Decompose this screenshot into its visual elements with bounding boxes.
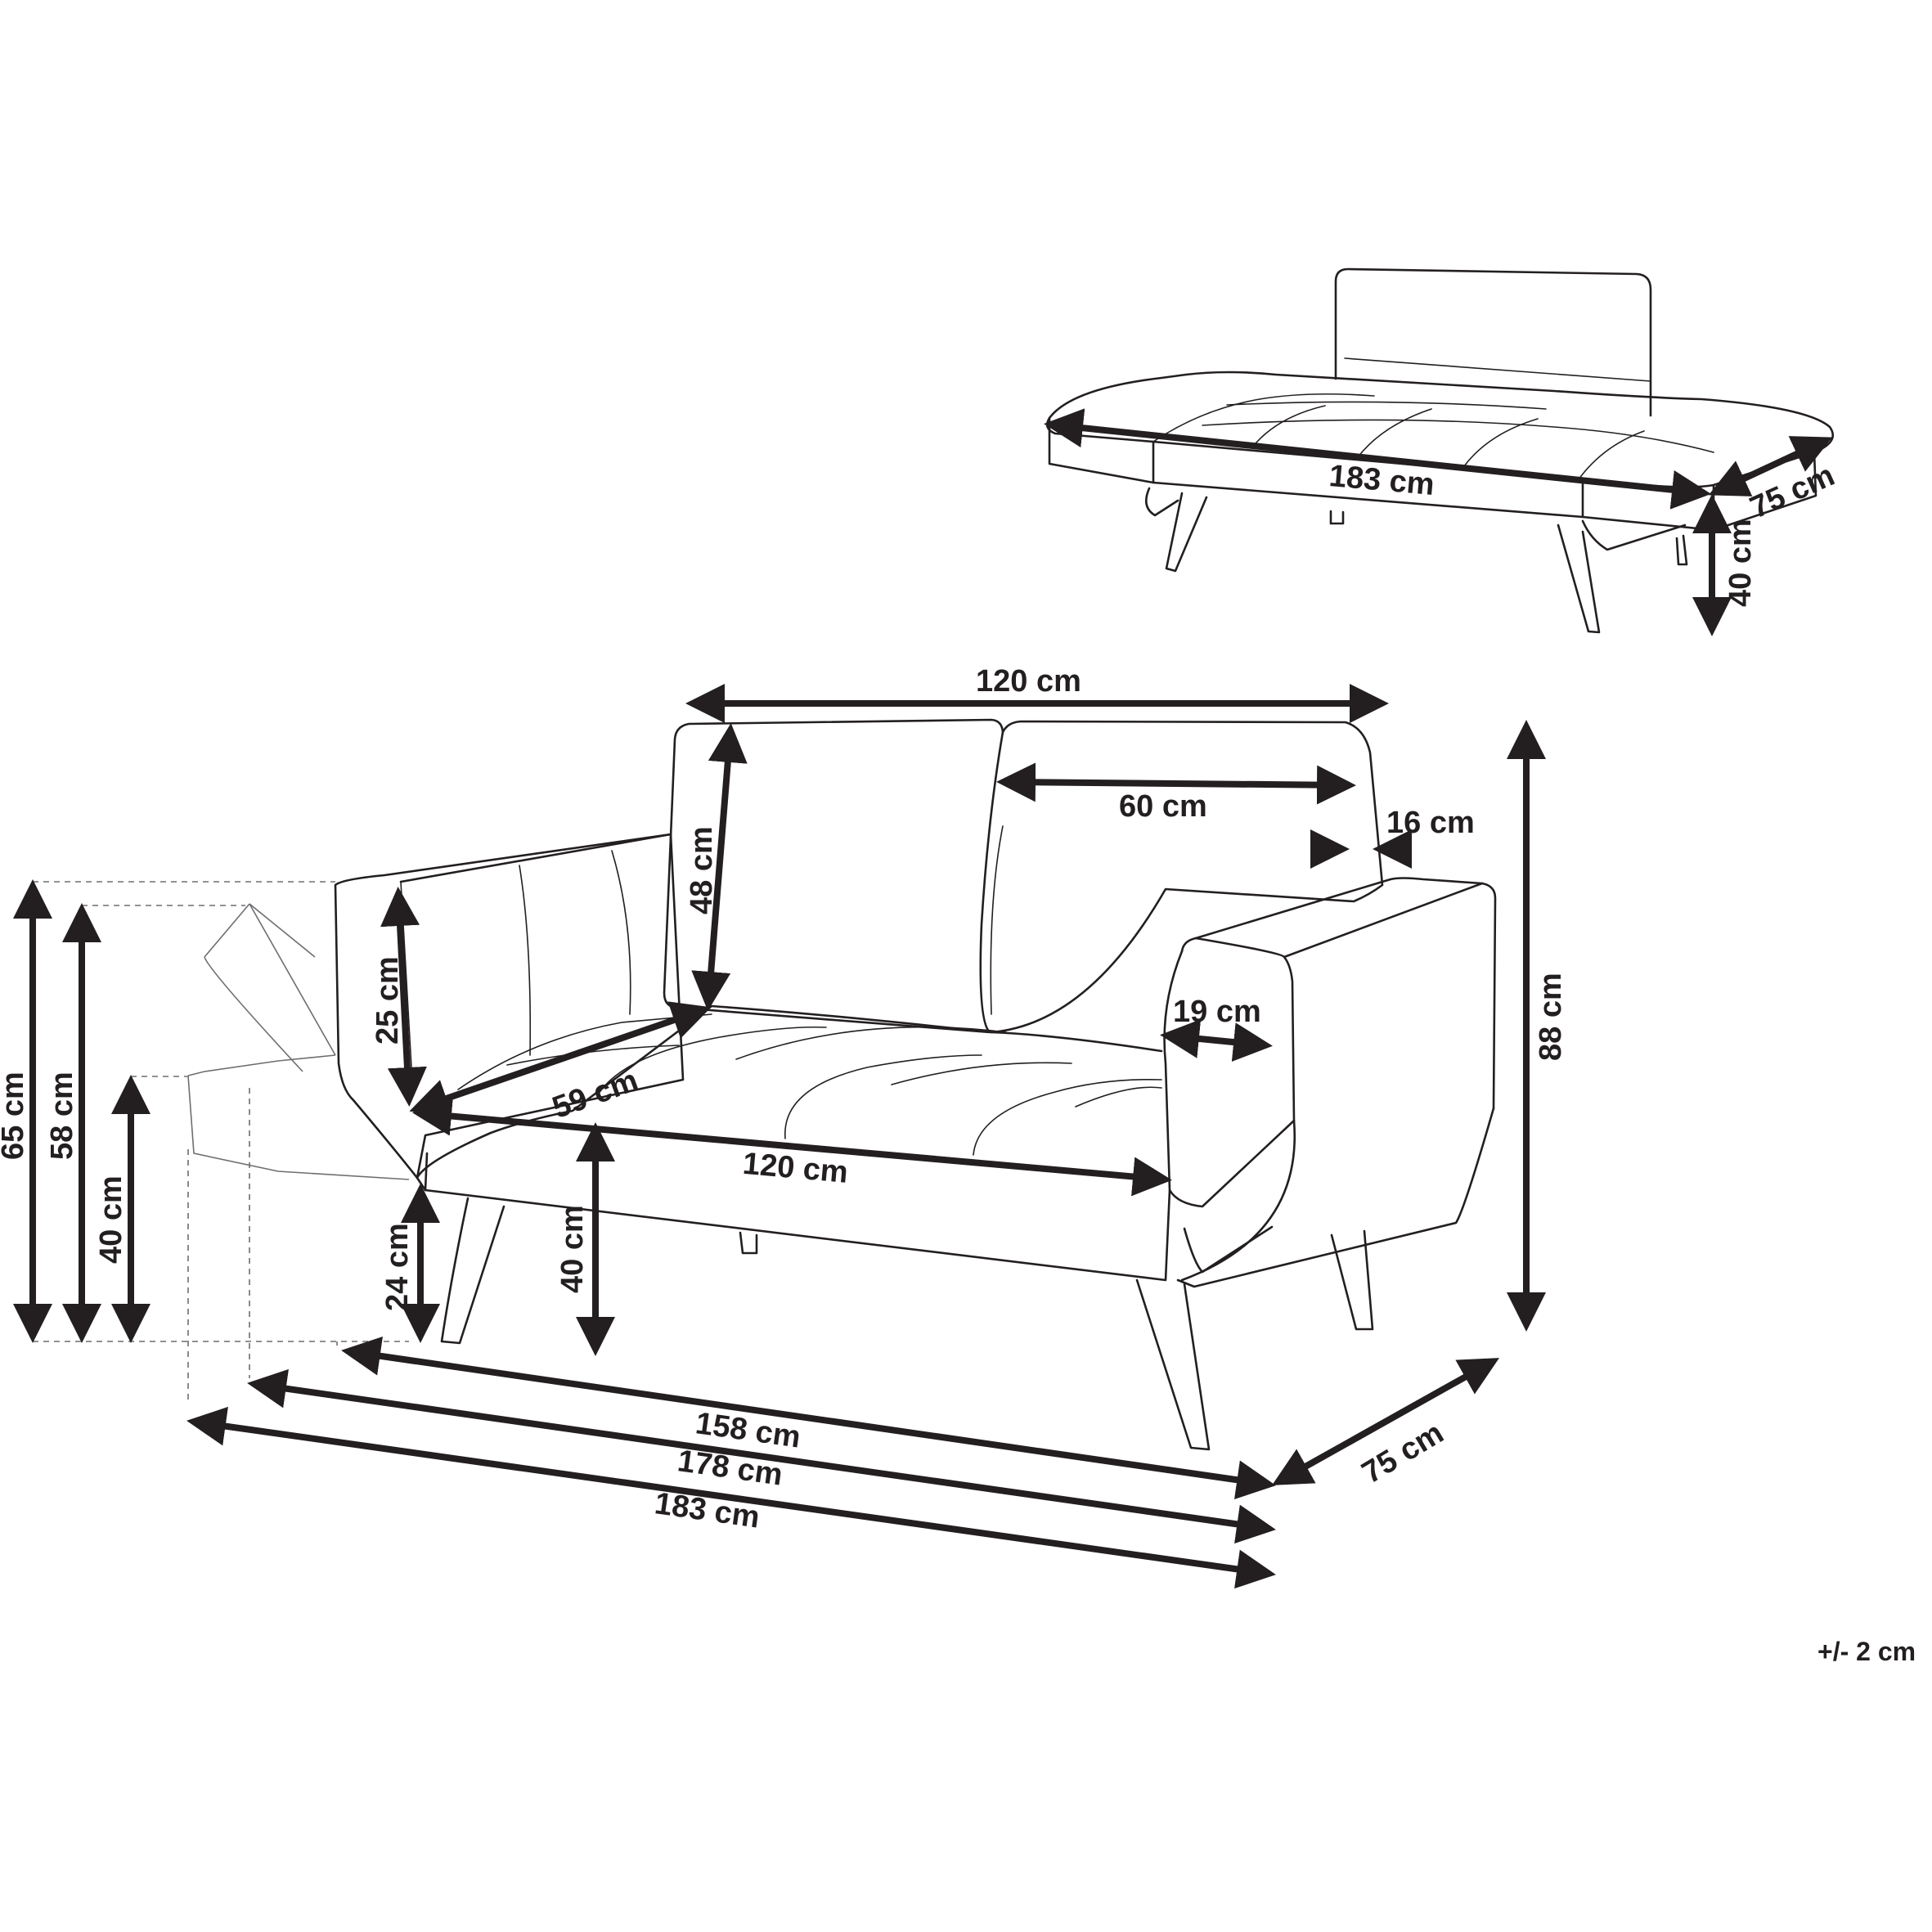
label-backrest-height: 48 cm <box>685 826 719 914</box>
tolerance-note: +/- 2 cm <box>1817 1637 1916 1666</box>
label-backrest-thickness: 16 cm <box>1386 806 1475 840</box>
label-height-armrest-raised: 65 cm <box>0 1072 30 1160</box>
label-width-one-armrest-down: 178 cm <box>676 1444 784 1493</box>
label-armrest-height: 25 cm <box>371 956 405 1045</box>
label-width-armrests-down: 183 cm <box>653 1486 762 1535</box>
label-bed-height: 40 cm <box>1723 519 1758 607</box>
label-height-armrest-tilted: 58 cm <box>45 1072 79 1160</box>
label-seat-depth: 59 cm <box>548 1063 643 1126</box>
label-seat-height: 40 cm <box>555 1205 590 1293</box>
sofa-drawing <box>33 718 1497 1451</box>
label-cushion-width: 60 cm <box>1119 789 1207 824</box>
label-armrest-width: 19 cm <box>1173 995 1261 1029</box>
label-height-armrest-flat: 40 cm <box>94 1175 128 1264</box>
label-backrest-width: 120 cm <box>976 664 1081 699</box>
label-total-height: 88 cm <box>1534 973 1568 1061</box>
label-leg-height: 24 cm <box>380 1223 415 1311</box>
dimension-arrows <box>13 408 1833 1589</box>
